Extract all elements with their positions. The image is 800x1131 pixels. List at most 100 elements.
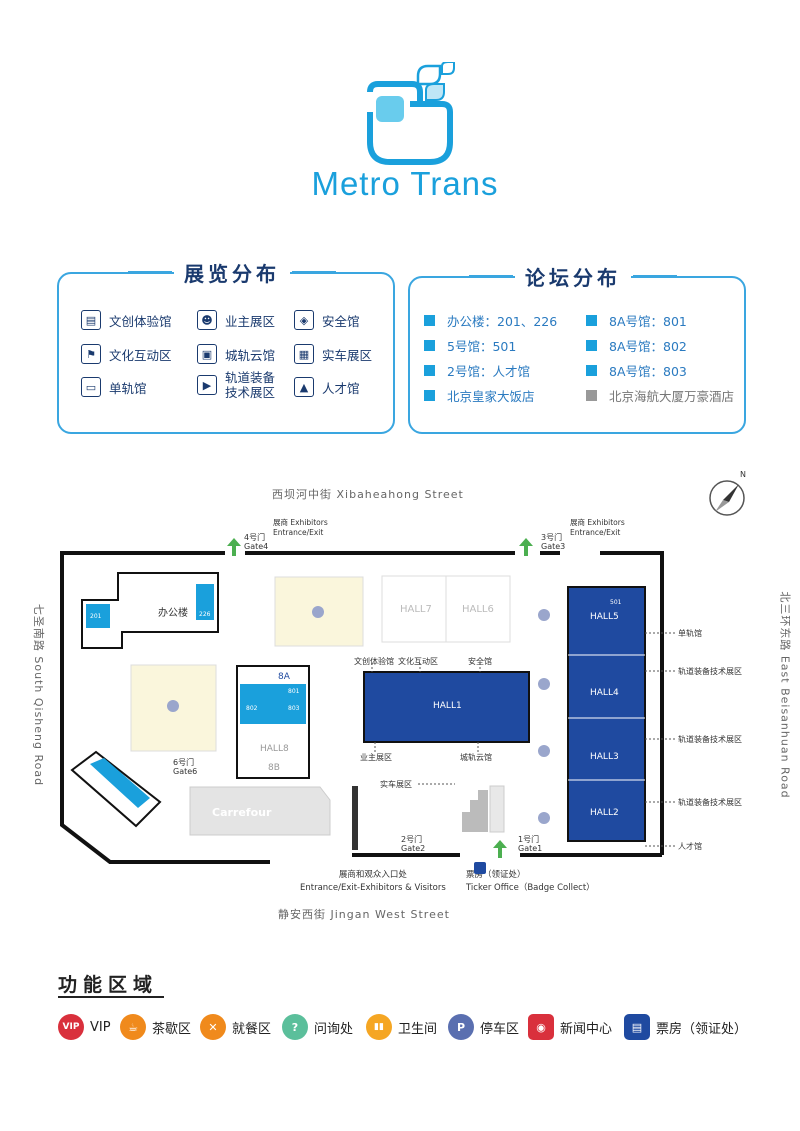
monorail-icon: ▭: [81, 377, 101, 397]
callout-guidao-1: 轨道装备技术展区: [678, 667, 742, 676]
hall-item-chengui: ▣ 城轨云馆: [197, 344, 275, 364]
forum-item: 北京皇家大饭店: [424, 386, 535, 405]
callout-shiche: 实车展区: [380, 780, 412, 789]
forum-item: 8A号馆：803: [586, 361, 687, 380]
forum-item: 8A号馆：802: [586, 336, 687, 355]
rail-equipment-icon: ▶: [197, 375, 217, 395]
forum-item: 8A号馆：801: [586, 311, 687, 330]
hall6-label: HALL6: [462, 604, 494, 615]
legend-item-parking: P 停车区: [448, 1014, 519, 1040]
parking-icon: [538, 812, 550, 824]
callout-dangui: 单轨馆: [678, 629, 702, 638]
callout-chengui: 城轨云馆: [460, 753, 492, 762]
tea-cup-icon: ☕: [120, 1014, 146, 1040]
hall-item-guidao: ▶ 轨道装备 技术展区: [197, 370, 275, 400]
forum-item: 北京海航大厦万豪酒店: [586, 386, 734, 405]
hall8a-room-803: 803: [288, 705, 300, 712]
hall4-label: HALL4: [590, 688, 619, 698]
hall8b-label: 8B: [268, 763, 280, 773]
book-icon: ▤: [81, 310, 101, 330]
logo-text: Metro Trans: [311, 165, 499, 202]
train-front-icon: ▣: [197, 344, 217, 364]
halls-distribution-panel: 展览分布 ▤ 文创体验馆 ☻ 业主展区 ◈ 安全馆 ⚑ 文化互动区 ▣ 城轨云馆…: [57, 258, 395, 434]
legend-item-restroom: ▮▮ 卫生间: [366, 1014, 437, 1040]
parking-icon: [312, 606, 324, 618]
interaction-icon: ⚑: [81, 344, 101, 364]
hall7-label: HALL7: [400, 604, 432, 615]
compass-label: N: [740, 470, 746, 479]
callout-guidao-3: 轨道装备技术展区: [678, 798, 742, 807]
callout-yezhu: 业主展区: [360, 753, 392, 762]
legend-title: 功能区域: [58, 974, 159, 996]
vip-icon: VIP: [58, 1014, 84, 1040]
hall5-label: HALL5: [590, 612, 619, 622]
callout-wenhua: 文化互动区: [398, 657, 438, 666]
forum-item: 5号馆：501: [424, 336, 516, 355]
hall8a-label: 8A: [278, 672, 290, 682]
ticket-office-icon: [474, 862, 486, 874]
hall1-label: HALL1: [433, 701, 462, 711]
legend-item-ticket: ▤ 票房（领证处）: [624, 1014, 747, 1040]
callout-rencai: 人才馆: [678, 842, 702, 851]
hall8a-room-802: 802: [246, 705, 258, 712]
office-room-201: 201: [90, 613, 102, 620]
fork-knife-icon: ✕: [200, 1014, 226, 1040]
street-north: 西坝河中街 Xibaheahong Street: [272, 488, 464, 501]
ticket-office-icon: ▤: [624, 1014, 650, 1040]
metro-trans-logo-icon: [367, 62, 455, 165]
halls-panel-title: 展览分布: [128, 258, 336, 287]
forum-item: 办公楼：201、226: [424, 311, 557, 330]
parking-icon: [538, 678, 550, 690]
hall-item-rencai: ▲ 人才馆: [294, 377, 360, 397]
hall5-room: 501: [610, 599, 622, 606]
street-south: 静安西街 Jingan West Street: [278, 908, 450, 921]
ticket-office-label: 票房（领证处）Ticker Office（Badge Collect）: [466, 870, 595, 893]
press-center-icon: ◉: [528, 1014, 554, 1040]
hall-item-shiche: ▦ 实车展区: [294, 344, 372, 364]
people-icon: ☻: [197, 310, 217, 330]
hall3-label: HALL3: [590, 752, 619, 762]
office-building-label: 办公楼: [158, 608, 188, 619]
forum-panel-title: 论坛分布: [469, 262, 677, 291]
forum-item: 2号馆：人才馆: [424, 361, 530, 380]
hall8a-room-801: 801: [288, 688, 300, 695]
info-icon: ?: [282, 1014, 308, 1040]
parking-icon: [538, 609, 550, 621]
parking-icon: P: [448, 1014, 474, 1040]
parking-icon: [538, 745, 550, 757]
hall-item-anquan: ◈ 安全馆: [294, 310, 360, 330]
legend-title-underline: [58, 996, 164, 998]
callout-guidao-2: 轨道装备技术展区: [678, 735, 742, 744]
forum-distribution-panel: 论坛分布 办公楼：201、226 8A号馆：801 5号馆：501 8A号馆：8…: [408, 262, 746, 434]
callout-anquan: 安全馆: [468, 657, 492, 666]
legend-item-vip: VIP VIP: [58, 1014, 111, 1040]
legend-item-dining: ✕ 就餐区: [200, 1014, 271, 1040]
hall-item-wenchuang: ▤ 文创体验馆: [81, 310, 172, 330]
compass-icon: [709, 480, 745, 516]
graduation-cap-icon: ▲: [294, 377, 314, 397]
legend-item-tea: ☕ 茶歇区: [120, 1014, 191, 1040]
legend-item-info: ? 问询处: [282, 1014, 353, 1040]
hall2-label: HALL2: [590, 808, 619, 818]
office-room-226: 226: [199, 611, 211, 618]
callout-wenchuang: 文创体验馆: [354, 657, 394, 666]
shield-icon: ◈: [294, 310, 314, 330]
parking-icon: [167, 700, 179, 712]
restroom-icon: ▮▮: [366, 1014, 392, 1040]
hall-item-dangui: ▭ 单轨馆: [81, 377, 147, 397]
hall-item-wenhua: ⚑ 文化互动区: [81, 344, 172, 364]
legend-item-press: ◉ 新闻中心: [528, 1014, 612, 1040]
carrefour-label: Carrefour: [212, 806, 272, 819]
hall-item-yezhu: ☻ 业主展区: [197, 310, 275, 330]
hall8-label: HALL8: [260, 744, 289, 754]
bus-icon: ▦: [294, 344, 314, 364]
